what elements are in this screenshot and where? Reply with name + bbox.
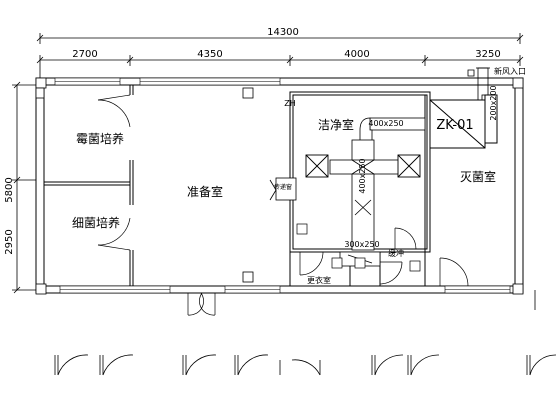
dim-total: 14300 [267,27,299,38]
doors [97,94,469,316]
top-dimensions [36,33,524,80]
room-mold: 霉菌培养 [76,131,124,146]
ductwork [329,117,426,267]
dim-d3: 4000 [344,49,369,60]
room-buffer: 缓冲 [388,248,404,258]
top-windows [54,77,281,86]
dim-d1: 2700 [72,49,97,60]
duct-label-400x250-vertical: 400x250 [358,158,367,193]
room-change: 更衣室 [307,275,331,285]
fresh-air-label: 新风入口 [494,66,526,76]
ahu-unit [429,94,498,149]
air-diffusers [305,154,421,178]
columns [35,77,524,295]
bottom-windows [59,285,511,294]
dim-left-total: 5800 [4,177,15,202]
left-dimensions [12,81,36,294]
dim-d4: 3250 [475,49,500,60]
room-prep: 准备室 [187,184,223,199]
dim-left-lower: 2950 [4,229,15,254]
fixtures [296,223,421,272]
zh-label: ZH [284,99,296,108]
room-clean: 洁净室 [318,117,354,132]
room-sterile: 灭菌室 [460,169,496,184]
transfer-cabinet [269,177,297,201]
lower-partitions [54,290,557,376]
dim-d2: 4350 [197,49,222,60]
duct-label-300x250: 300x250 [344,240,379,249]
cabinet-label: 传递窗 [274,183,292,191]
duct-label-200x200: 200x200 [489,85,498,120]
room-bacteria: 细菌培养 [72,215,120,230]
unit-label: ZK-01 [436,118,473,133]
duct-label-400x250: 400x250 [368,119,403,128]
